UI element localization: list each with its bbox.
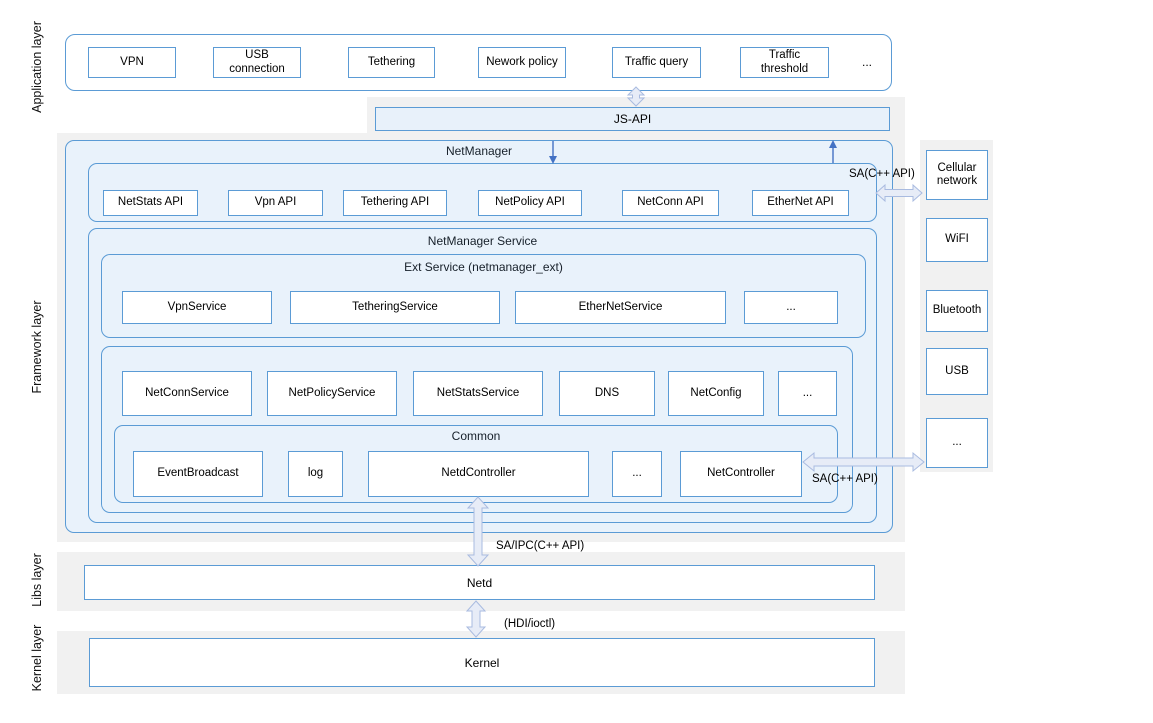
kernel-bar: Kernel (89, 638, 875, 687)
app-node-traffic-query: Traffic query (612, 47, 701, 78)
common-node-log: log (288, 451, 343, 497)
kernel-label: Kernel (464, 655, 500, 670)
netd-label: Netd (466, 575, 493, 590)
core-node-netstatsservice: NetStatsService (413, 371, 543, 416)
app-node-vpn: VPN (88, 47, 176, 78)
core-node-netconnservice: NetConnService (122, 371, 252, 416)
netmanager-title: NetManager (445, 144, 513, 158)
ext-node-ellipsis: ... (744, 291, 838, 324)
sa-ipc-label: SA/IPC(C++ API) (496, 540, 585, 552)
right-node-usb: USB (926, 348, 988, 395)
sa-api-bottom-label: SA(C++ API) (812, 473, 878, 485)
common-node-ellipsis: ... (612, 451, 662, 497)
ext-node-vpnservice: VpnService (122, 291, 272, 324)
common-node-netdcontroller: NetdController (368, 451, 589, 497)
right-node-bluetooth: Bluetooth (926, 290, 988, 332)
app-node-traffic-threshold: Traffic threshold (740, 47, 829, 78)
ext-service-title: Ext Service (netmanager_ext) (404, 260, 563, 274)
right-node-wifi: WiFI (926, 218, 988, 262)
common-node-netcontroller: NetController (680, 451, 802, 497)
api-node-ethernet: EtherNet API (752, 190, 849, 216)
api-node-netpolicy: NetPolicy API (478, 190, 582, 216)
ext-node-ethernetservice: EtherNetService (515, 291, 726, 324)
core-node-ellipsis: ... (778, 371, 837, 416)
core-node-dns: DNS (559, 371, 655, 416)
api-node-netstats: NetStats API (103, 190, 198, 216)
right-node-cellular: Cellular network (926, 150, 988, 200)
ext-node-tetheringservice: TetheringService (290, 291, 500, 324)
js-api-label: JS-API (613, 112, 652, 126)
api-node-netconn: NetConn API (622, 190, 719, 216)
layer-label-framework: Framework layer (30, 300, 44, 394)
api-node-tethering: Tethering API (343, 190, 447, 216)
app-node-usb-connection: USB connection (213, 47, 301, 78)
js-api-bar: JS-API (375, 107, 890, 131)
hdi-ioctl-label: (HDI/ioctl) (504, 618, 556, 630)
app-node-network-policy: Nework policy (478, 47, 566, 78)
common-title: Common (451, 429, 501, 443)
layer-label-application: Application layer (30, 21, 44, 113)
app-row-ellipsis: ... (861, 55, 872, 69)
right-node-ellipsis: ... (926, 418, 988, 468)
app-node-tethering: Tethering (348, 47, 435, 78)
netd-bar: Netd (84, 565, 875, 600)
common-node-eventbroadcast: EventBroadcast (133, 451, 263, 497)
core-node-netpolicyservice: NetPolicyService (267, 371, 397, 416)
layer-label-kernel: Kernel layer (30, 624, 44, 692)
api-node-vpn: Vpn API (228, 190, 323, 216)
netmanager-service-title: NetManager Service (427, 234, 538, 248)
sa-api-top-label: SA(C++ API) (849, 168, 915, 180)
core-node-netconfig: NetConfig (668, 371, 764, 416)
